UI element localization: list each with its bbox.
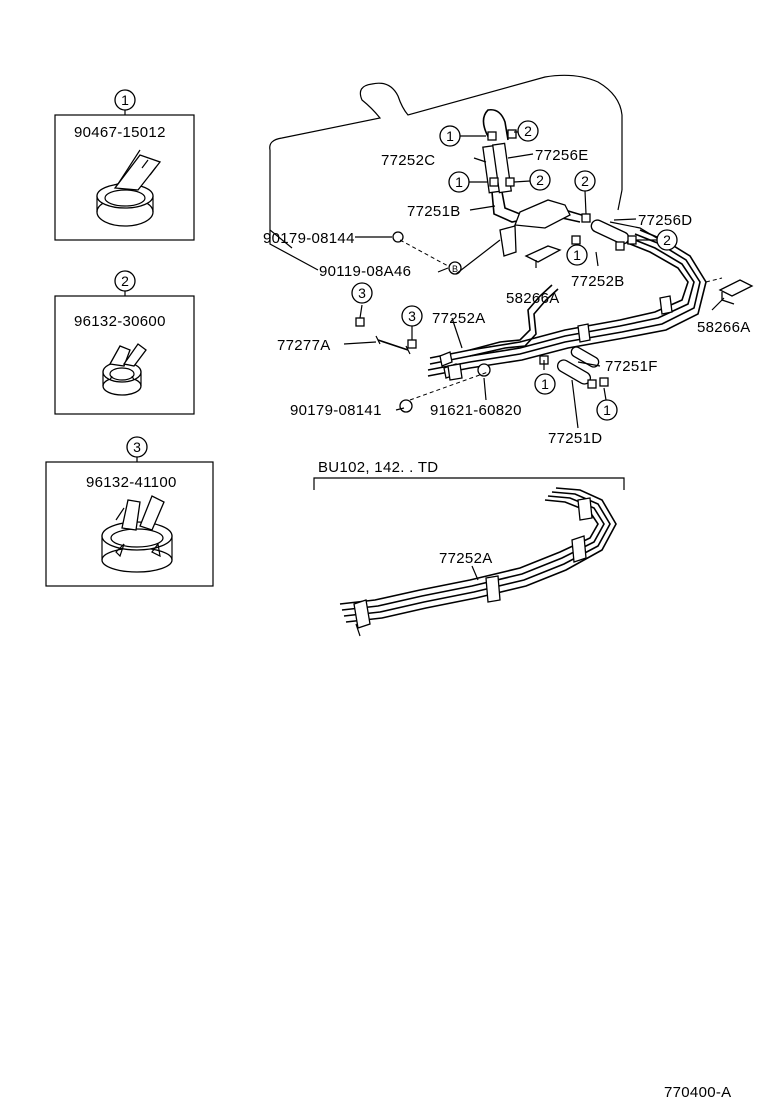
svg-text:1: 1: [541, 376, 549, 392]
label-77251F: 77251F: [605, 358, 658, 375]
clamp-legend-3-part-no: 96132-41100: [86, 474, 177, 491]
label-58266A-left: 58266A: [506, 290, 560, 307]
clamp-legend-2-part-no: 96132-30600: [74, 313, 166, 330]
svg-text:1: 1: [573, 247, 581, 263]
marker-1-a: 1: [439, 125, 486, 147]
label-77251B: 77251B: [407, 203, 461, 220]
marker-1-d: 1: [534, 373, 556, 395]
marker-3-a: 3: [351, 282, 373, 304]
marker-1-b: 1: [448, 171, 488, 193]
label-77251D: 77251D: [548, 430, 602, 447]
clamp-legend-3-marker: 3: [133, 439, 141, 455]
clamp-legend-1: 1 90467-15012: [54, 89, 195, 241]
marker-1-c: 1: [566, 244, 588, 266]
marker-1-e: 1: [596, 399, 618, 421]
svg-text:1: 1: [603, 402, 611, 418]
marker-2-c: 2: [574, 170, 596, 215]
marker-3-b: 3: [401, 305, 423, 327]
label-77252C: 77252C: [381, 152, 435, 169]
svg-text:2: 2: [536, 172, 544, 188]
clamp-legend-3: 3 96132-41100: [45, 436, 214, 587]
label-90179-08141: 90179-08141: [290, 402, 382, 419]
clamp-legend-2-marker: 2: [121, 273, 129, 289]
variant-title: BU102, 142. . TD: [318, 459, 438, 476]
clamp-legend-1-part-no: 90467-15012: [74, 124, 166, 141]
label-77256E: 77256E: [535, 147, 589, 164]
svg-text:1: 1: [455, 174, 463, 190]
main-assembly: B: [263, 74, 754, 447]
marker-2-d: 2: [636, 229, 678, 251]
svg-text:B: B: [452, 264, 458, 274]
svg-text:2: 2: [581, 173, 589, 189]
svg-text:2: 2: [663, 232, 671, 248]
variant-assembly: BU102, 142. . TD 77252A: [313, 459, 625, 637]
variant-tube-bundle: [339, 487, 617, 637]
label-91621-60820: 91621-60820: [430, 402, 522, 419]
variant-label-77252A: 77252A: [439, 550, 493, 567]
brake-tube-bundle: [427, 229, 707, 381]
hose-clamp-1-icon: [96, 149, 162, 227]
svg-text:3: 3: [358, 285, 366, 301]
marker-2-a: 2: [514, 120, 539, 142]
label-90119-08A46: 90119-08A46: [319, 263, 411, 280]
bolt-77277A: [375, 335, 411, 355]
figure-code: 770400-A: [664, 1084, 731, 1101]
bracket-58266A-left: [524, 245, 562, 263]
label-58266A-right: 58266A: [697, 319, 751, 336]
label-77256D: 77256D: [638, 212, 692, 229]
svg-text:2: 2: [524, 123, 532, 139]
clamp-legend-1-marker: 1: [121, 92, 129, 108]
hose-clamp-3-icon: [101, 495, 173, 573]
bracket-58266A-right: [718, 279, 754, 305]
label-77277A: 77277A: [277, 337, 331, 354]
marker-2-b: 2: [513, 169, 551, 191]
clamp-legend-2: 2 96132-30600: [54, 270, 195, 415]
svg-text:3: 3: [408, 308, 416, 324]
hose-clamp-2-icon: [102, 343, 147, 396]
label-90179-08144: 90179-08144: [263, 230, 355, 247]
label-77252A: 77252A: [432, 310, 486, 327]
label-77252B: 77252B: [571, 273, 625, 290]
svg-text:1: 1: [446, 128, 454, 144]
